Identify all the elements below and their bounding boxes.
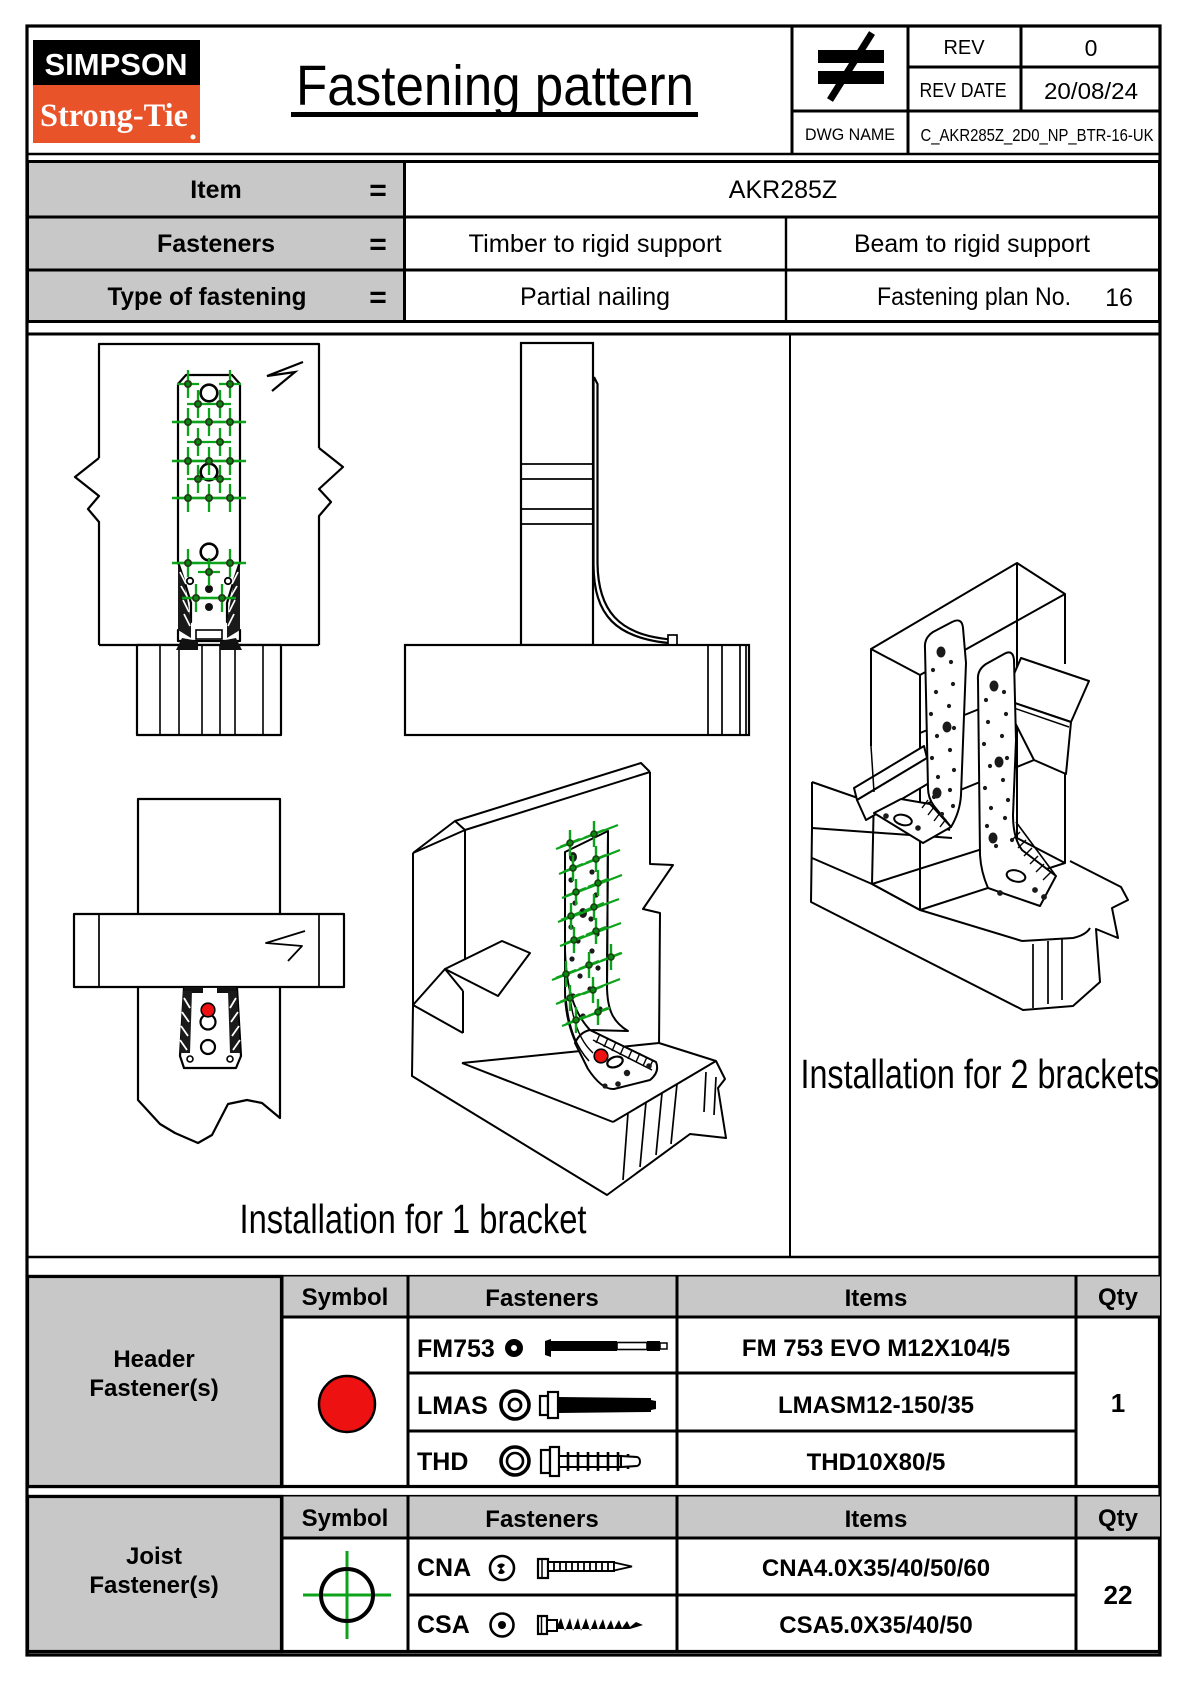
svg-text:Symbol: Symbol xyxy=(302,1284,389,1311)
svg-text:FM753: FM753 xyxy=(417,1335,495,1363)
svg-text:Beam to rigid support: Beam to rigid support xyxy=(854,230,1090,258)
svg-text:SIMPSON: SIMPSON xyxy=(45,47,188,82)
svg-text:0: 0 xyxy=(1085,35,1098,61)
svg-text:Fastener(s): Fastener(s) xyxy=(89,1375,218,1402)
svg-text:REV DATE: REV DATE xyxy=(920,80,1007,102)
svg-text:LMAS: LMAS xyxy=(417,1392,488,1420)
svg-text:=: = xyxy=(369,228,387,261)
svg-text:16: 16 xyxy=(1105,284,1133,312)
svg-text:C_AKR285Z_2D0_NP_BTR-16-UK: C_AKR285Z_2D0_NP_BTR-16-UK xyxy=(921,125,1154,146)
svg-text:REV: REV xyxy=(943,37,985,59)
svg-text:Type of fastening: Type of fastening xyxy=(108,283,307,311)
svg-text:Fasteners: Fasteners xyxy=(485,1285,598,1312)
svg-text:Header: Header xyxy=(113,1346,194,1373)
svg-text:Fastener(s): Fastener(s) xyxy=(89,1572,218,1599)
svg-text:THD: THD xyxy=(417,1448,468,1476)
svg-text:DWG NAME: DWG NAME xyxy=(805,125,895,144)
svg-text:CNA: CNA xyxy=(417,1554,471,1582)
svg-text:Fasteners: Fasteners xyxy=(485,1506,598,1533)
svg-text:AKR285Z: AKR285Z xyxy=(729,176,837,204)
svg-text:=: = xyxy=(369,174,387,207)
svg-text:Qty: Qty xyxy=(1098,1505,1139,1532)
svg-text:Partial nailing: Partial nailing xyxy=(520,283,670,311)
svg-text:Strong-Tie: Strong-Tie xyxy=(40,98,188,134)
svg-text:Items: Items xyxy=(845,1506,908,1533)
svg-text:Fasteners: Fasteners xyxy=(157,230,275,258)
svg-text:Timber to rigid support: Timber to rigid support xyxy=(469,230,722,258)
svg-text:THD10X80/5: THD10X80/5 xyxy=(807,1449,946,1476)
svg-text:FM 753 EVO M12X104/5: FM 753 EVO M12X104/5 xyxy=(742,1335,1010,1362)
svg-text:CNA4.0X35/40/50/60: CNA4.0X35/40/50/60 xyxy=(762,1555,990,1582)
svg-text:Symbol: Symbol xyxy=(302,1505,389,1532)
svg-text:22: 22 xyxy=(1104,1580,1133,1610)
svg-text:Fastening pattern: Fastening pattern xyxy=(296,54,694,118)
svg-text:20/08/24: 20/08/24 xyxy=(1044,78,1138,104)
svg-text:Installation for 2 brackets: Installation for 2 brackets xyxy=(801,1051,1160,1097)
svg-text:Items: Items xyxy=(845,1285,908,1312)
svg-text:Joist: Joist xyxy=(126,1543,182,1570)
svg-text:Qty: Qty xyxy=(1098,1284,1139,1311)
svg-text:Fastening plan No.: Fastening plan No. xyxy=(877,283,1071,311)
svg-text:Item: Item xyxy=(190,176,241,204)
svg-text:Installation for 1 bracket: Installation for 1 bracket xyxy=(240,1196,587,1242)
svg-text:CSA: CSA xyxy=(417,1611,470,1639)
svg-text:LMASM12-150/35: LMASM12-150/35 xyxy=(778,1392,974,1419)
svg-text:=: = xyxy=(369,281,387,314)
svg-text:1: 1 xyxy=(1111,1388,1125,1418)
svg-text:CSA5.0X35/40/50: CSA5.0X35/40/50 xyxy=(779,1612,972,1639)
